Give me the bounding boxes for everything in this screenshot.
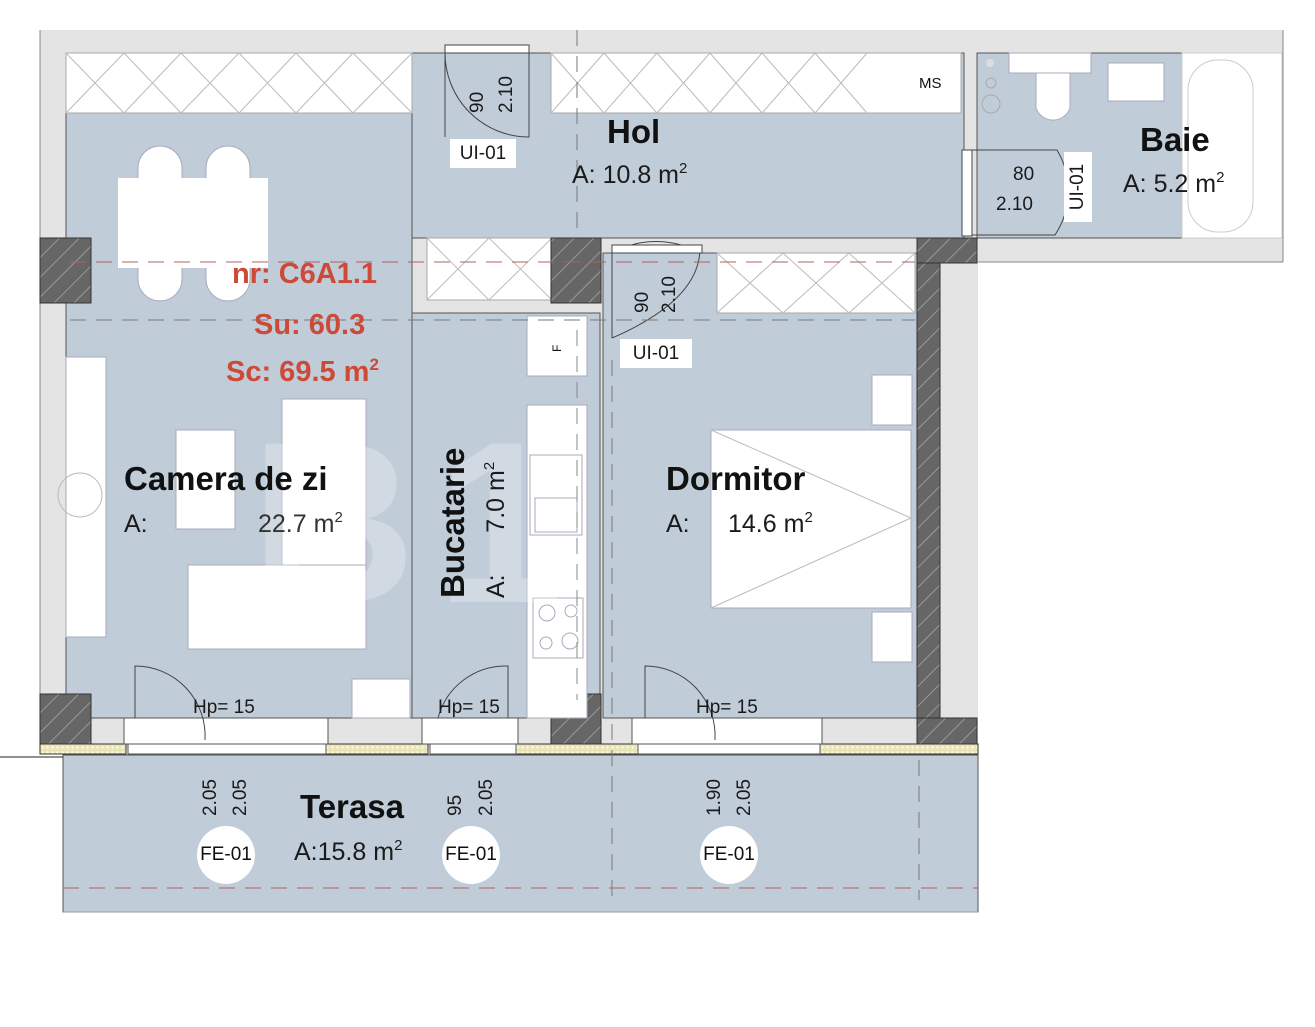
room-name-baie: Baie: [1140, 121, 1210, 158]
door-tag-dormitor: UI-01: [620, 339, 692, 368]
room-name-terasa: Terasa: [300, 788, 404, 825]
room-area-camera-de-zi: 22.7 m2: [258, 509, 343, 538]
room-area-hol: A: 10.8 m2: [572, 160, 688, 189]
apartment-useful-area: Su: 60.3: [254, 309, 366, 341]
room-area-bucatarie: A: 7.0 m2: [481, 461, 510, 598]
window-bucatarie-hp: Hp= 15: [438, 697, 500, 718]
window-frames: [123, 717, 823, 755]
room-area-camera-de-zi-prefix: A:: [124, 510, 148, 538]
apartment-number: nr: C6A1.1: [232, 258, 378, 290]
door-swings: [134, 44, 1069, 741]
window-camera-height: 2.05: [230, 779, 251, 816]
door-dormitor-width: 90: [632, 291, 653, 313]
room-name-camera-de-zi: Camera de zi: [124, 460, 328, 497]
door-entrance-height: 2.10: [496, 76, 517, 113]
ms-label: MS: [919, 75, 942, 92]
fridge-label: F: [550, 344, 564, 352]
window-tag-bucatarie: FE-01: [442, 826, 500, 884]
door-entrance-width: 90: [467, 91, 488, 113]
door-baie-height: 2.10: [996, 194, 1033, 215]
watermark: B1: [250, 394, 585, 651]
window-bucatarie-height: 2.05: [476, 779, 497, 816]
room-name-hol: Hol: [607, 113, 661, 150]
door-baie-width: 80: [1013, 164, 1035, 185]
apartment-built-area: Sc: 69.5 m2: [226, 355, 379, 388]
window-dormitor-width: 1.90: [704, 779, 725, 816]
door-tag-baie: UI-01: [1064, 152, 1092, 222]
room-area-baie: A: 5.2 m2: [1123, 169, 1225, 198]
window-bucatarie-width: 95: [445, 794, 466, 816]
furniture: [57, 52, 1283, 913]
room-area-dormitor: 14.6 m2: [728, 509, 813, 538]
room-area-terasa: A:15.8 m2: [294, 837, 403, 866]
grid-axes: [63, 30, 978, 900]
door-tag-entrance: UI-01: [450, 139, 516, 168]
room-name-bucatarie: Bucatarie: [434, 447, 471, 598]
window-camera-hp: Hp= 15: [193, 697, 255, 718]
window-dormitor-hp: Hp= 15: [696, 697, 758, 718]
room-name-dormitor: Dormitor: [666, 460, 806, 497]
room-area-dormitor-prefix: A:: [666, 510, 690, 538]
window-tag-dormitor: FE-01: [700, 826, 758, 884]
door-dormitor-height: 2.10: [659, 276, 680, 313]
window-camera-width: 2.05: [200, 779, 221, 816]
window-dormitor-height: 2.05: [734, 779, 755, 816]
window-tag-camera: FE-01: [197, 826, 255, 884]
